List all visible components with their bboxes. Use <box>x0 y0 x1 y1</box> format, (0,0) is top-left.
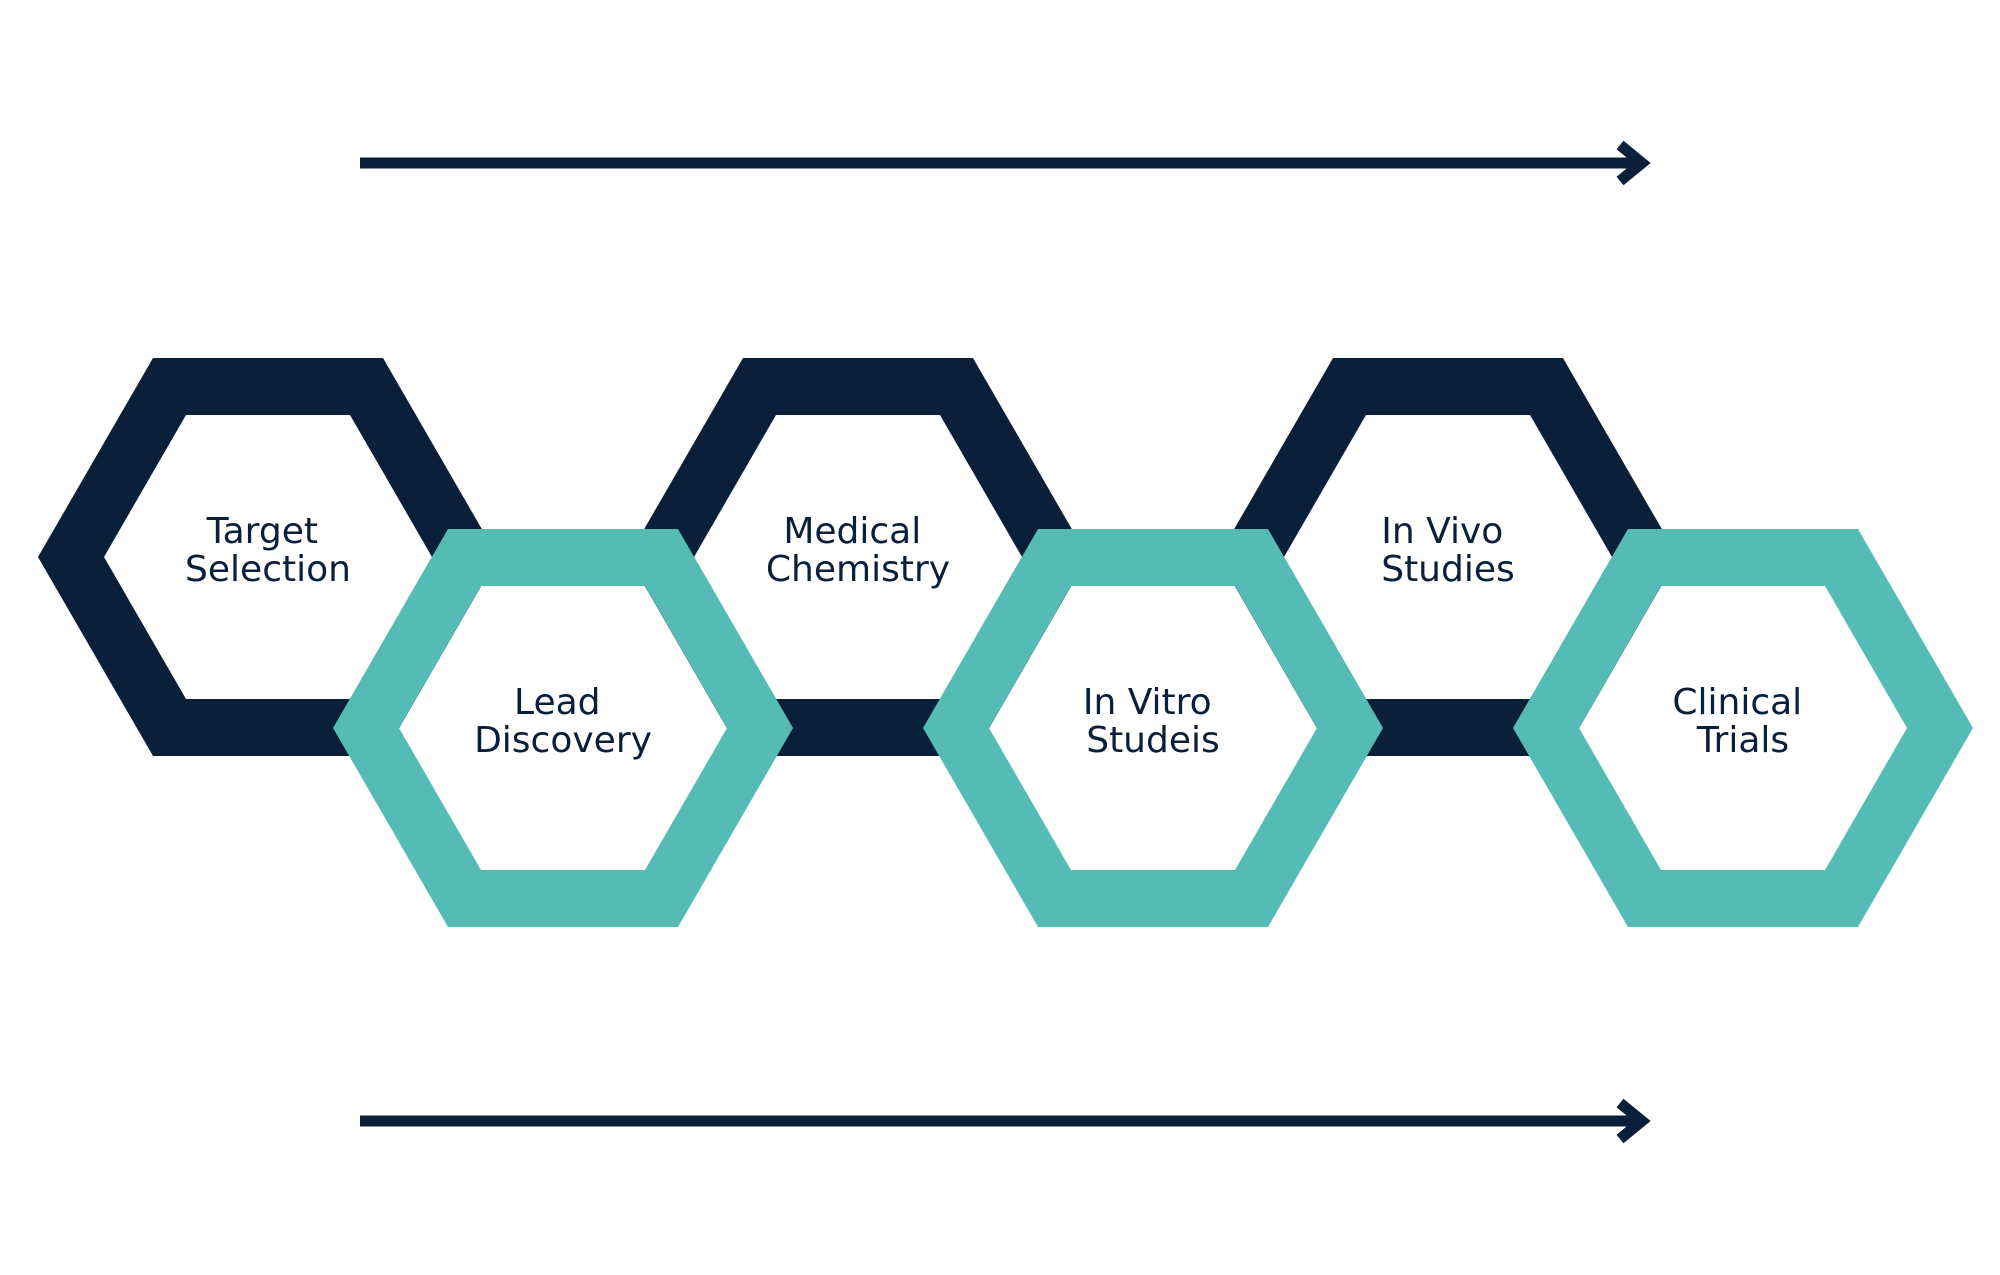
step-label-in-vitro-studies: In Vitro Studeis <box>1083 682 1223 761</box>
bottom-flow-arrow <box>360 1098 1651 1144</box>
step-hexagon-clinical-trials <box>1513 529 1973 927</box>
label-line-2: Studeis <box>1086 720 1220 761</box>
label-line-1: In Vitro <box>1083 682 1212 723</box>
label-line-1: Clinical <box>1672 682 1802 723</box>
label-line-2: Discovery <box>474 720 652 761</box>
label-line-2: Studies <box>1381 549 1515 590</box>
hexagon-ring <box>923 529 1383 927</box>
step-label-in-vivo-studies: In Vivo Studies <box>1381 511 1515 590</box>
label-line-2: Selection <box>185 549 351 590</box>
label-line-1: Lead <box>514 682 600 723</box>
bottom-arrow-head <box>1616 1098 1651 1144</box>
hexagon-ring <box>333 529 793 927</box>
step-label-target-selection: Target Selection <box>185 511 351 590</box>
step-label-medical-chemistry: Medical Chemistry <box>766 511 950 590</box>
step-label-clinical-trials: Clinical Trials <box>1672 682 1813 761</box>
label-line-1: In Vivo <box>1381 511 1503 552</box>
label-line-2: Trials <box>1696 720 1789 761</box>
step-hexagon-lead-discovery <box>333 529 793 927</box>
label-line-2: Chemistry <box>766 549 950 590</box>
label-line-1: Medical <box>783 511 921 552</box>
hexagon-ring <box>1513 529 1973 927</box>
top-arrow-head <box>1616 140 1651 186</box>
step-label-lead-discovery: Lead Discovery <box>474 682 652 761</box>
top-flow-arrow <box>360 140 1651 186</box>
step-hexagon-in-vitro-studies <box>923 529 1383 927</box>
label-line-1: Target <box>206 511 318 552</box>
